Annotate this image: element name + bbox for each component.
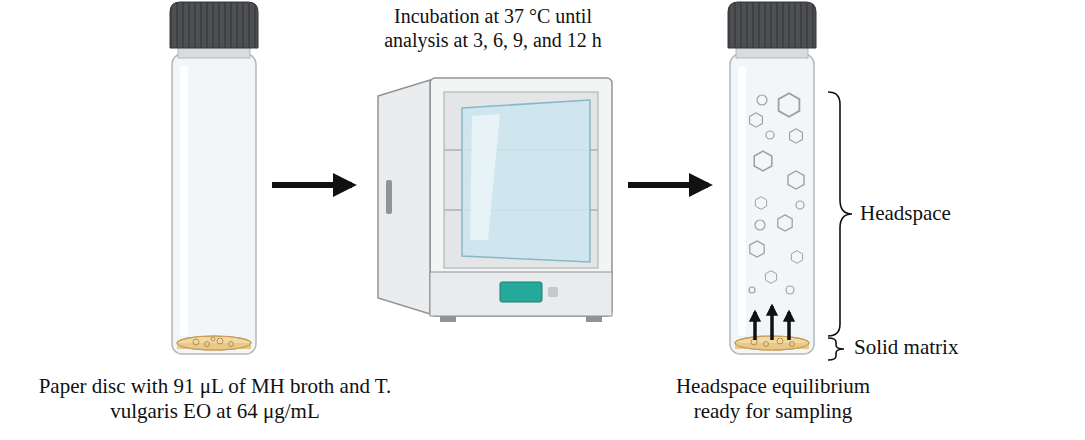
region-label: Headspace [860,201,1000,226]
step-caption: Incubation at 37 °C until analysis at 3,… [362,4,624,52]
vial-with-disc [170,2,258,354]
solid-matrix-bracket [828,338,844,360]
step-caption: Paper disc with 91 μL of MH broth and T.… [34,374,396,424]
headspace-bracket [828,92,852,336]
region-label: Solid matrix [854,335,1014,360]
incubator [378,78,612,322]
step-caption: Headspace equilibrium ready for sampling [654,374,892,424]
flow-arrow [272,182,352,188]
vial-with-headspace [728,2,816,354]
flow-arrow [628,182,708,188]
